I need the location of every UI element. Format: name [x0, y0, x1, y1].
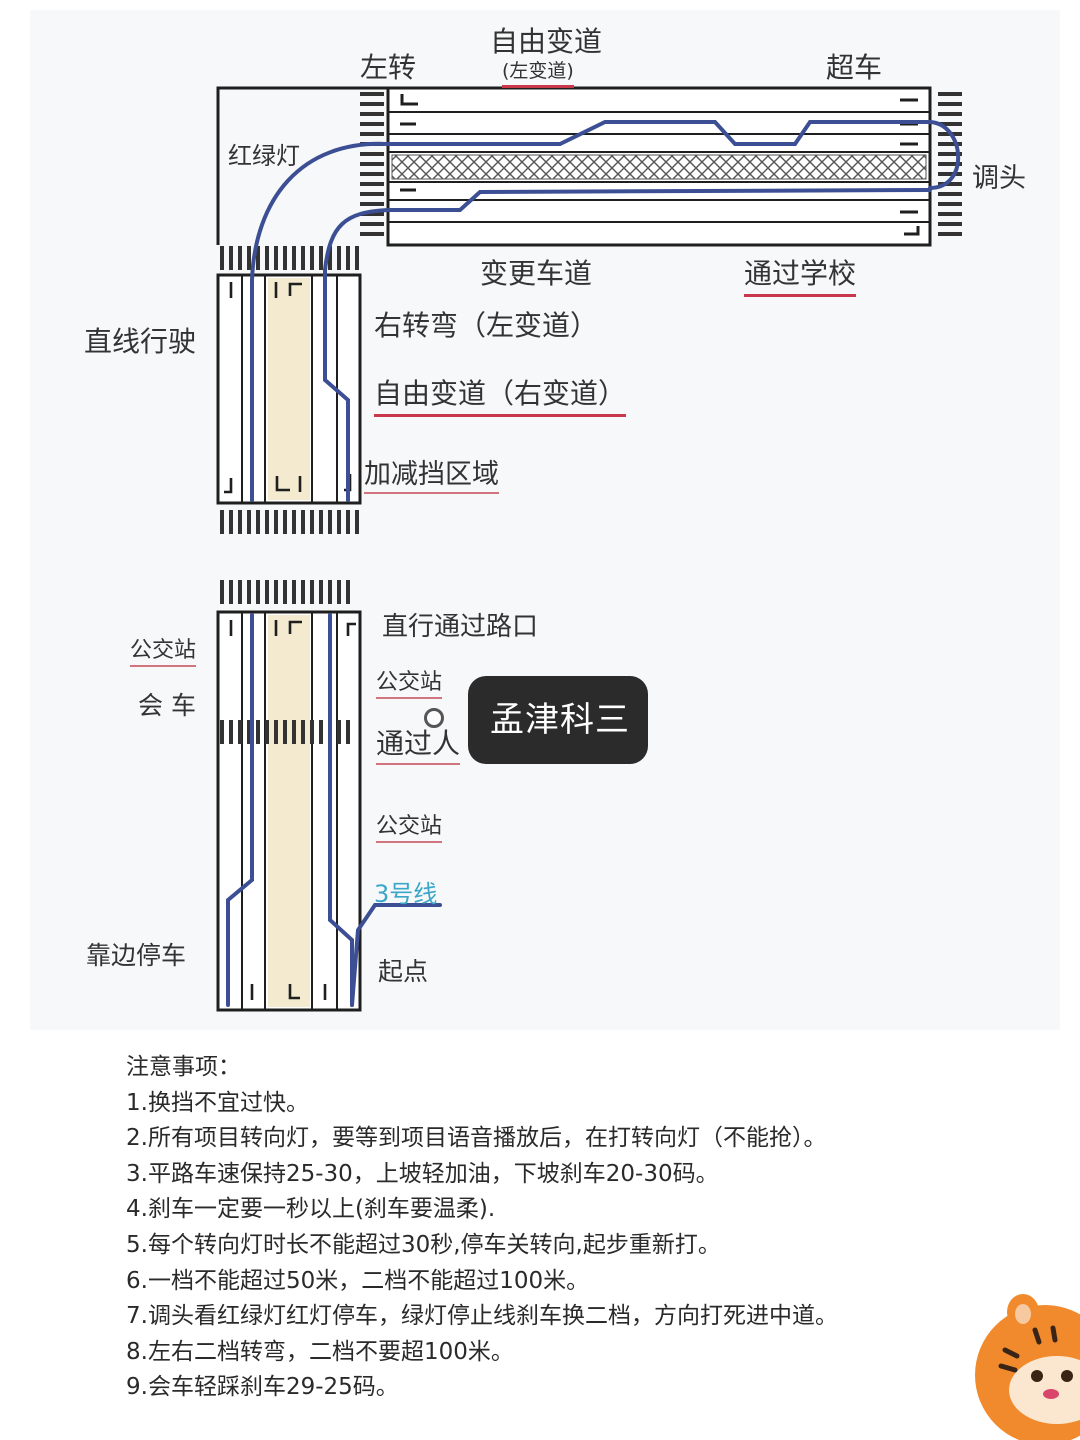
label-free-lane-left: (左变道)	[502, 56, 574, 88]
label-pass-crosswalk: 通过人	[376, 722, 461, 765]
label-gear-zone: 加减挡区域	[364, 452, 499, 494]
label-bus-stop-1: 公交站	[376, 664, 443, 699]
route-lines	[226, 120, 961, 1007]
label-free-lane: 自由变道	[490, 25, 603, 58]
label-meeting: 会 车	[138, 691, 196, 720]
tiger-sticker-icon	[975, 1294, 1080, 1440]
crosswalk-upper-bottom	[220, 510, 359, 534]
watermark-text: 孟津科三	[490, 700, 630, 740]
notes-section: 注意事项： 1.换挡不宜过快。 2.所有项目转向灯，要等到项目语音播放后，在打转…	[126, 1050, 1026, 1406]
note-item: 9.会车轻踩刹车29-25码。	[126, 1374, 399, 1401]
note-item: 1.换挡不宜过快。	[126, 1089, 309, 1116]
search-icon	[424, 708, 444, 728]
label-overtake: 超车	[826, 51, 883, 84]
label-change-lane: 变更车道	[480, 257, 593, 290]
label-u-turn: 调头	[972, 163, 1026, 194]
note-item: 5.每个转向灯时长不能超过30秒,停车关转向,起步重新打。	[126, 1231, 721, 1258]
notes-title: 注意事项：	[126, 1054, 241, 1080]
center-strip-upper	[268, 278, 310, 500]
label-bus-stop-2: 公交站	[376, 808, 443, 843]
label-right-turn: 右转弯（左变道）	[374, 309, 599, 342]
note-item: 3.平路车速保持25-30，上坡轻加油，下坡刹车20-30码。	[126, 1160, 719, 1187]
note-item: 7.调头看红绿灯红灯停车，绿灯停止线刹车换二档，方向打死进中道。	[126, 1303, 838, 1330]
label-start: 起点	[378, 957, 429, 986]
label-line-3: 3号线	[374, 880, 438, 908]
crosswalk-upper-top	[220, 246, 359, 270]
label-bus-stop-left: 公交站	[130, 632, 197, 667]
note-item: 4.刹车一定要一秒以上(刹车要温柔).	[126, 1196, 496, 1223]
median-hatch	[391, 154, 927, 180]
label-pull-over: 靠边停车	[86, 941, 187, 970]
corner-block	[216, 86, 388, 245]
label-free-lane-right: 自由变道（右变道）	[374, 372, 627, 417]
watermark-badge: 孟津科三	[468, 676, 648, 764]
road-diagram	[216, 86, 962, 1012]
crosswalk-right-end	[938, 92, 962, 236]
note-item: 6.一档不能超过50米，二档不能超过100米。	[126, 1267, 590, 1294]
label-straight-driving: 直线行驶	[84, 325, 197, 358]
note-item: 2.所有项目转向灯，要等到项目语音播放后，在打转向灯（不能抢）。	[126, 1125, 827, 1152]
label-left-turn: 左转	[360, 51, 417, 84]
label-pass-intersection: 直行通过路口	[382, 612, 539, 642]
note-item: 8.左右二档转弯，二档不要超100米。	[126, 1338, 514, 1365]
lane-arrows-lower	[229, 620, 356, 1000]
crosswalk-lower-top	[220, 580, 350, 604]
label-traffic-light: 红绿灯	[228, 142, 300, 170]
label-pass-school: 通过学校	[744, 252, 857, 297]
center-strip-lower	[268, 615, 310, 1007]
